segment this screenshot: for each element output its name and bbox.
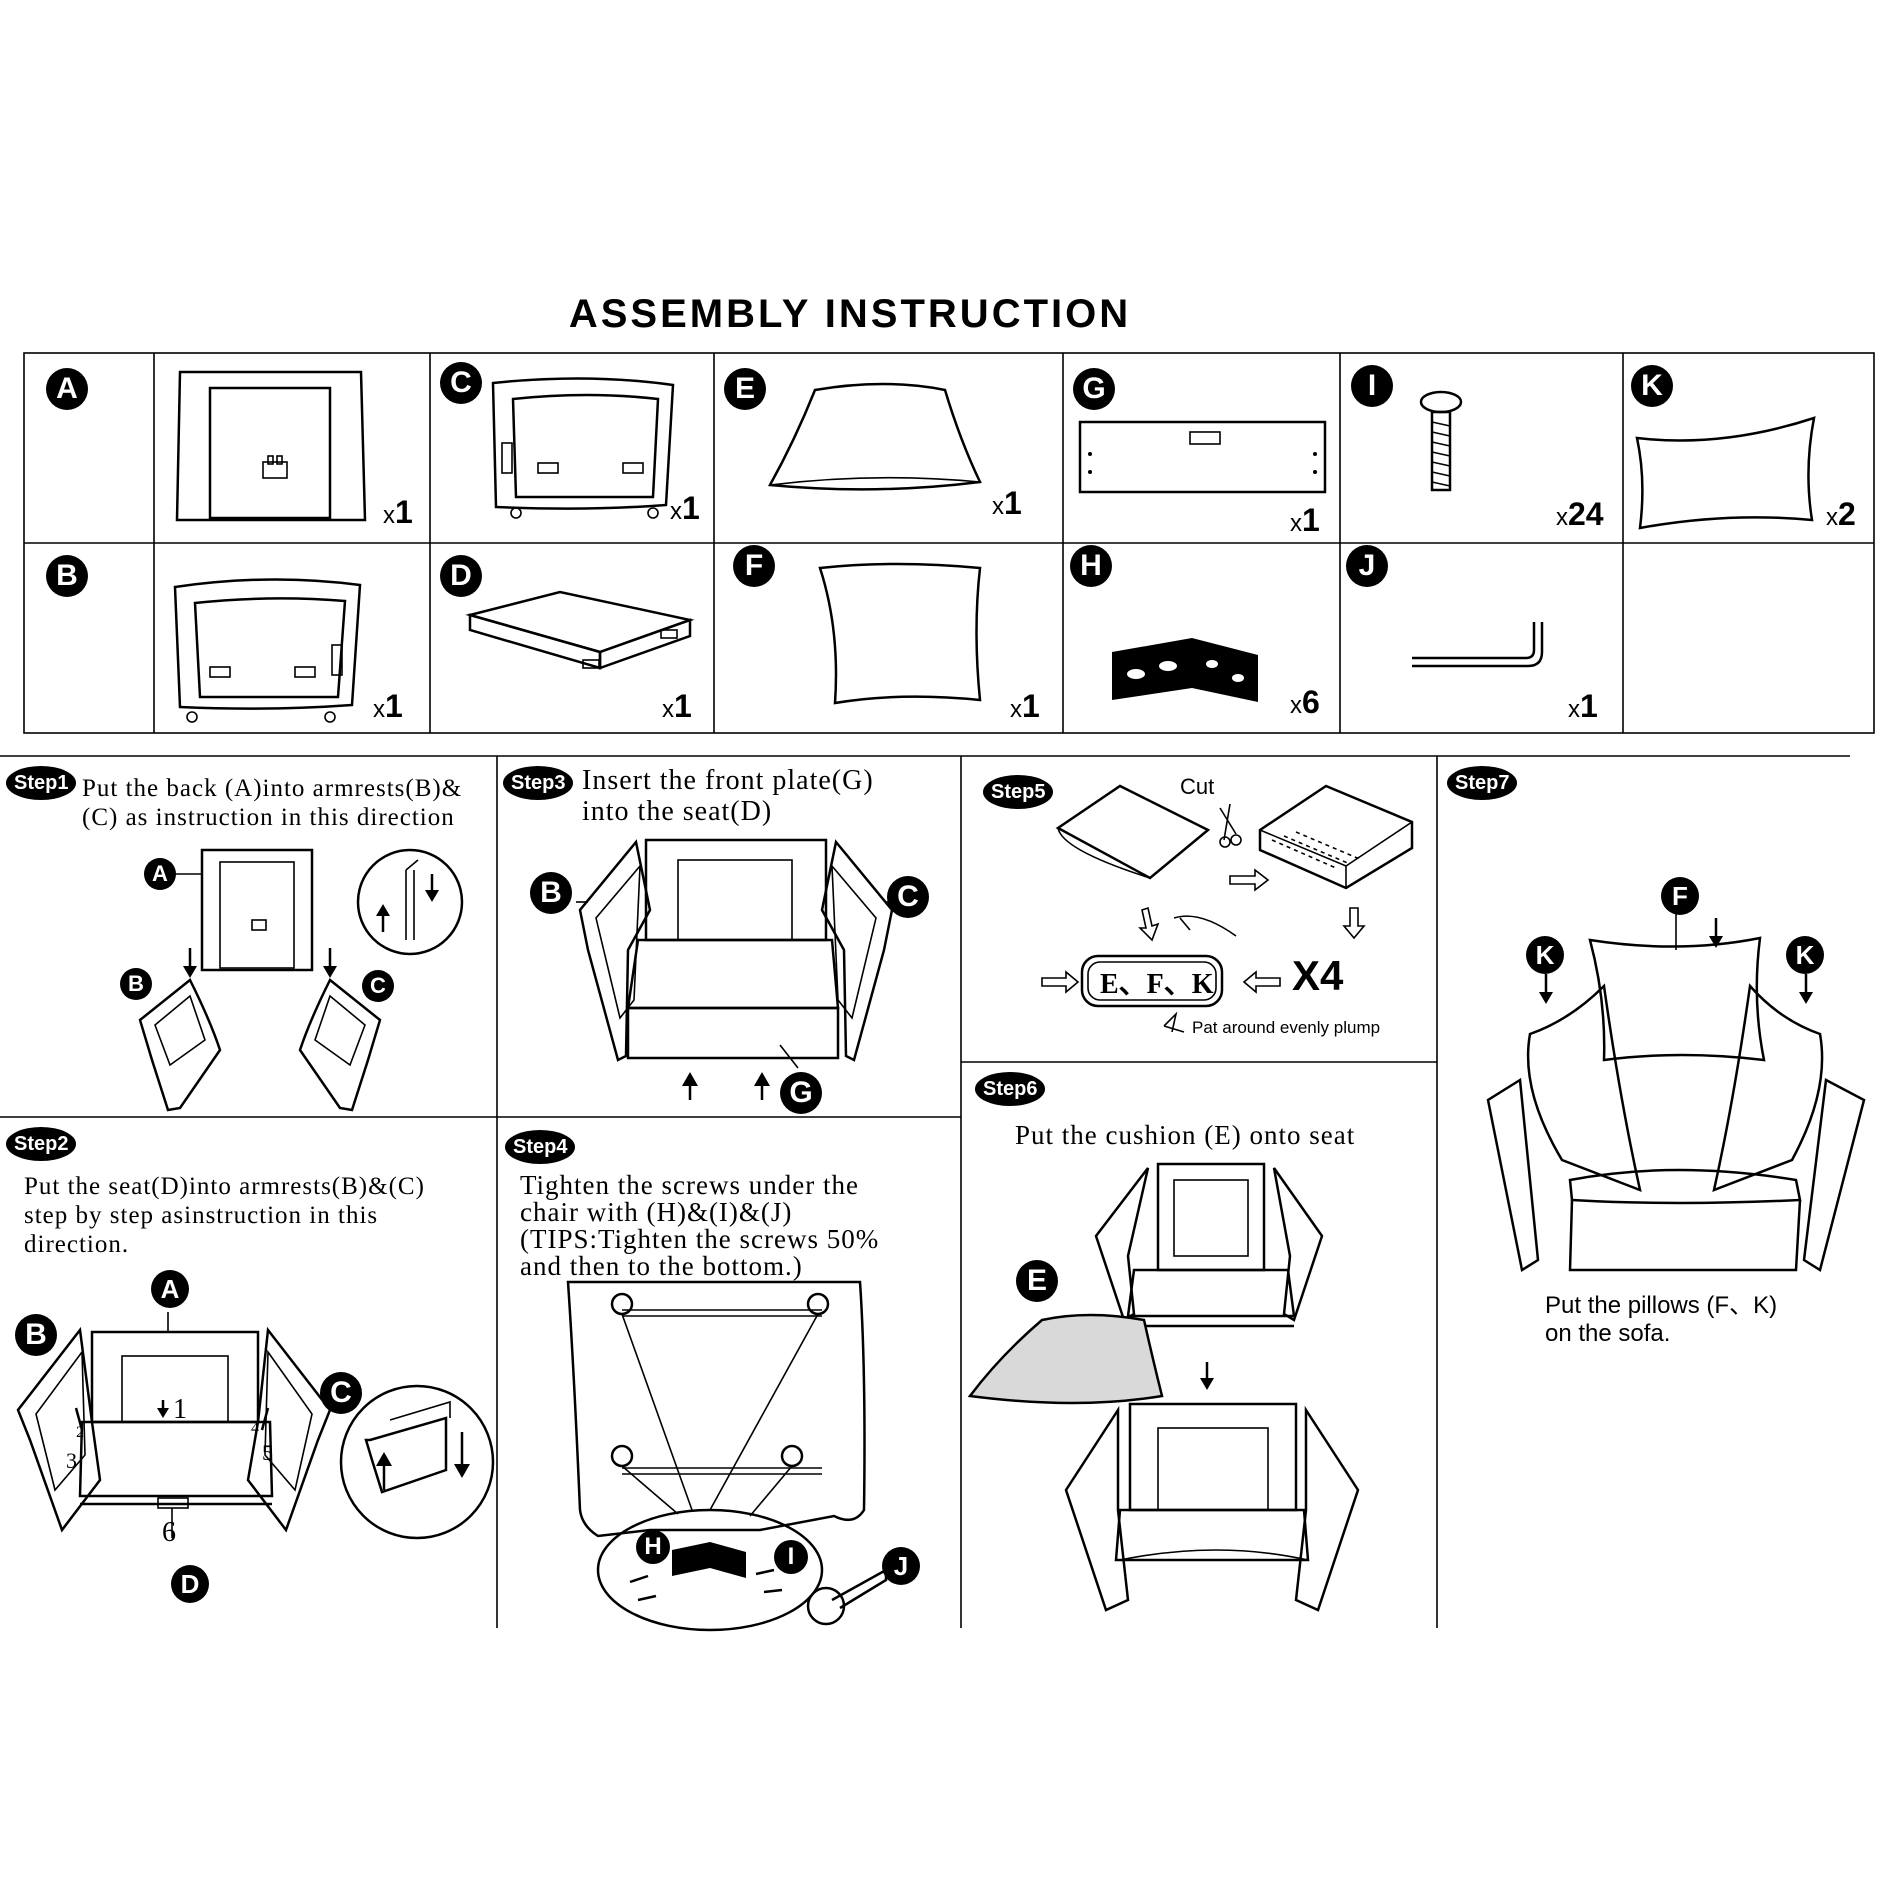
part-label-d: D [440,555,482,597]
step7-label-k-right: K [1786,936,1824,974]
part-label-b: B [46,555,88,597]
step5-pat-label: Pat around evenly plump [1192,1018,1381,1037]
part-i-qty: x24 [1556,496,1604,532]
part-f-qty: x1 [1010,688,1040,724]
step7-badge: Step7 [1447,766,1518,800]
part-c-qty: x1 [670,490,700,526]
step4-label-i: I [774,1540,808,1574]
step2-label-a: A [151,1270,189,1308]
step7-label-k-left: K [1526,936,1564,974]
step2-num-1: 1 [173,1394,188,1425]
step1-instruction: Put the back (A)into armrests(B)& (C) as… [82,775,463,831]
step1-badge: Step1 [6,766,77,800]
part-d-seat-drawing [465,590,695,670]
step2-label-b: B [15,1314,57,1356]
step4-label-h: H [636,1530,670,1564]
step4-instruction: Tighten the screws under the chair with … [520,1170,880,1281]
step6-label-e: E [1016,1260,1058,1302]
part-label-f: F [733,545,775,587]
part-h-qty: x6 [1290,684,1320,720]
step7-label-f: F [1661,877,1699,915]
part-b-armrest-drawing [173,578,362,723]
step2-num-4: 4 [251,1420,260,1437]
step1-label-b: B [120,968,152,1000]
step3-label-c: C [887,876,929,918]
part-label-a: A [46,368,88,410]
step3-diagram [576,838,900,1100]
step5-badge: Step5 [983,775,1054,809]
step6-diagram [967,1162,1360,1612]
step2-label-d: D [171,1565,209,1603]
step4-badge: Step4 [505,1130,576,1164]
step3-instruction: Insert the front plate(G) into the seat(… [582,765,874,827]
step6-badge: Step6 [975,1072,1046,1106]
part-c-armrest-drawing [491,377,675,519]
part-g-front-plate-drawing [1078,420,1327,494]
step3-badge: Step3 [503,766,574,800]
step3-label-b: B [530,872,572,914]
step7-diagram [1486,910,1866,1273]
part-label-e: E [724,368,766,410]
page-title: ASSEMBLY INSTRUCTION [568,292,1132,336]
step6-instruction: Put the cushion (E) onto seat [1015,1120,1356,1150]
step2-num-5: 5 [262,1440,274,1465]
step1-label-a: A [144,858,176,890]
part-i-screw-drawing [1419,390,1463,492]
step2-num-6: 6 [162,1517,177,1548]
step7-instruction: Put the pillows (F、K) on the sofa. [1545,1292,1778,1347]
part-b-qty: x1 [373,688,403,724]
part-j-allen-key-drawing [1412,622,1544,668]
part-label-c: C [440,362,482,404]
part-j-qty: x1 [1568,688,1598,724]
step2-badge: Step2 [6,1127,77,1161]
part-g-qty: x1 [1290,502,1320,538]
part-label-h: H [1070,545,1112,587]
part-label-j: J [1346,545,1388,587]
step2-diagram [16,1312,495,1540]
part-label-i: I [1351,365,1393,407]
part-f-pillow-drawing [818,562,982,705]
step2-instruction: Put the seat(D)into armrests(B)&(C) step… [24,1173,425,1258]
step5-x4-label: X4 [1292,952,1344,999]
parts-table-grid [23,352,1875,734]
part-a-qty: x1 [383,494,413,530]
step2-num-2: 2 [76,1424,85,1441]
part-e-cushion-drawing [767,382,982,491]
step5-diagram [1041,784,1414,1033]
step4-label-j: J [882,1547,920,1585]
part-label-k: K [1631,365,1673,407]
step1-label-c: C [362,970,394,1002]
step2-num-3: 3 [66,1448,78,1473]
step5-efk-label: E、F、K [1100,969,1214,1000]
step1-diagram [138,848,464,1112]
part-h-bracket-drawing [1112,638,1258,702]
part-e-qty: x1 [992,485,1022,521]
part-k-pillow-drawing [1635,416,1816,530]
step2-label-c: C [320,1372,362,1414]
part-k-qty: x2 [1826,496,1856,532]
step4-diagram [566,1280,888,1632]
part-label-g: G [1073,368,1115,410]
part-d-qty: x1 [662,688,692,724]
part-a-back-drawing [175,370,367,522]
step3-label-g: G [780,1072,822,1114]
step5-cut-label: Cut [1180,774,1215,799]
